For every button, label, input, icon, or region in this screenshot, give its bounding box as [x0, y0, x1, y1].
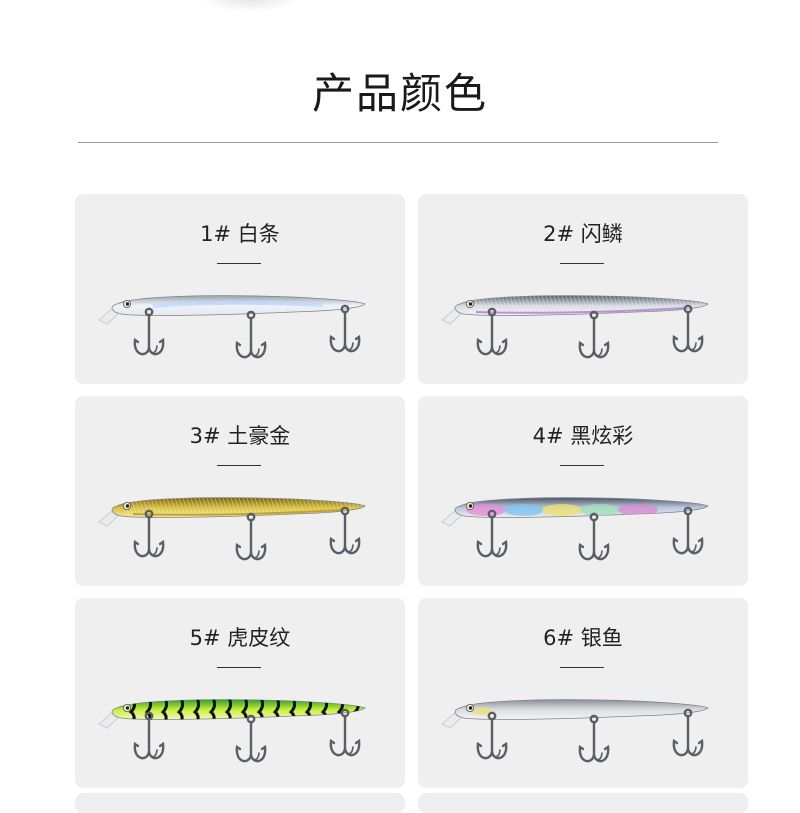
color-card-3[interactable]: 3# 土豪金	[75, 396, 405, 586]
next-card-peek-right	[418, 793, 748, 813]
label-underline	[560, 263, 604, 264]
top-shadow-decoration	[200, 0, 300, 12]
color-label: 1# 白条	[200, 222, 280, 246]
color-card-6[interactable]: 6# 银鱼	[418, 598, 748, 788]
next-card-peek-left	[75, 793, 405, 813]
color-label: 3# 土豪金	[189, 424, 291, 448]
page-title: 产品颜色	[311, 69, 488, 118]
lure-image-6	[441, 699, 709, 763]
color-card-4[interactable]: 4# 黑炫彩	[418, 396, 748, 586]
label-underline	[217, 465, 261, 466]
color-label: 2# 闪鳞	[543, 222, 623, 246]
label-underline	[560, 465, 604, 466]
lure-image-4	[441, 497, 709, 561]
color-card-5[interactable]: 5# 虎皮纹	[75, 598, 405, 788]
label-underline	[560, 667, 604, 668]
color-card-2[interactable]: 2# 闪鳞	[418, 194, 748, 384]
color-card-1[interactable]: 1# 白条	[75, 194, 405, 384]
lure-image-5	[98, 699, 366, 763]
color-label: 6# 银鱼	[543, 626, 623, 650]
label-underline	[217, 263, 261, 264]
title-divider	[78, 142, 718, 143]
lure-image-2	[441, 295, 709, 359]
color-label: 5# 虎皮纹	[189, 626, 291, 650]
color-label: 4# 黑炫彩	[532, 424, 634, 448]
lure-image-3	[98, 497, 366, 561]
label-underline	[217, 667, 261, 668]
lure-image-1	[98, 295, 366, 359]
